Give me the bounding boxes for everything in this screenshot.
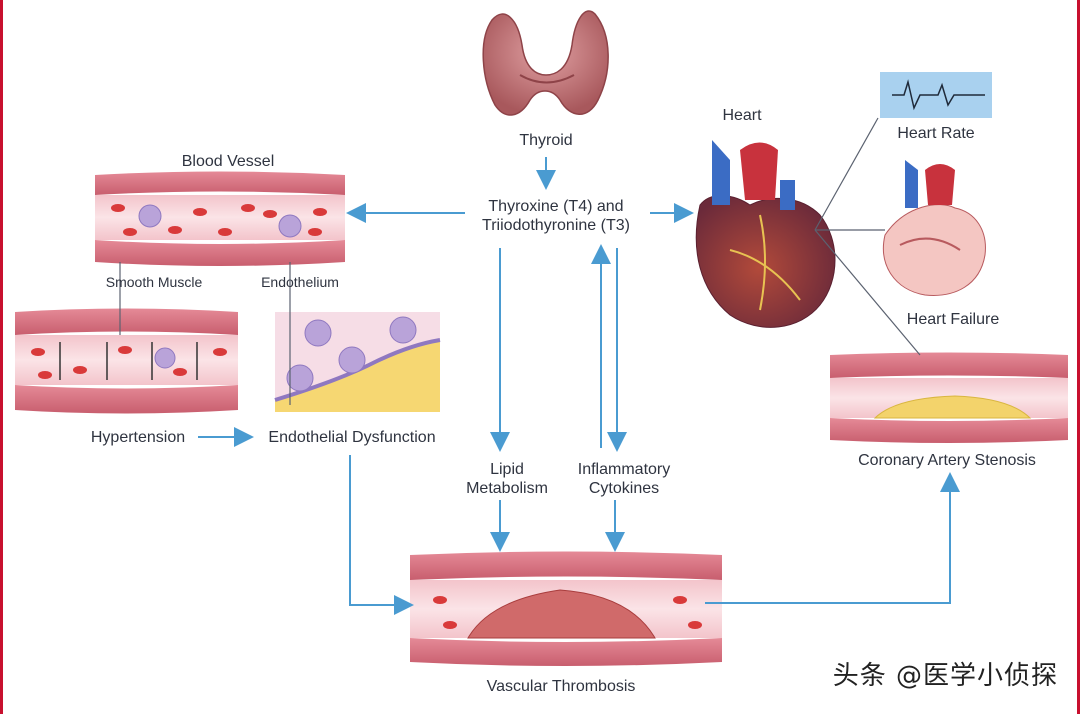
endothelium-label: Endothelium <box>261 274 339 290</box>
vascular-thrombosis-illustration <box>410 551 722 666</box>
heart-label: Heart <box>722 107 762 124</box>
heart-rate-box <box>880 72 992 118</box>
heart-rate-label: Heart Rate <box>897 125 975 142</box>
thyroid-label: Thyroid <box>519 132 573 149</box>
thyroid-illustration <box>482 10 609 116</box>
inflammatory-cytokines-label: Inflammatory Cytokines <box>577 461 671 497</box>
flow-arrows <box>198 157 960 615</box>
watermark: 头条 @医学小侦探 <box>832 661 1058 691</box>
hormones-label: Thyroxine (T4) and Triiodothyronine (T3) <box>482 198 630 234</box>
blood-vessel-illustration <box>95 171 345 266</box>
coronary-artery-stenosis-label: Coronary Artery Stenosis <box>858 452 1036 469</box>
heart-failure-illustration <box>883 160 986 296</box>
heart-failure-label: Heart Failure <box>906 311 1000 328</box>
endothelial-dysfunction-illustration <box>274 312 441 412</box>
heart-illustration <box>695 140 836 328</box>
connector-lines <box>119 117 921 405</box>
endothelial-dysfunction-label: Endothelial Dysfunction <box>268 429 436 446</box>
vascular-thrombosis-label: Vascular Thrombosis <box>486 678 636 695</box>
lipid-metabolism-label: Lipid Metabolism <box>466 461 548 497</box>
hypertension-vessel-illustration <box>15 308 238 414</box>
smooth-muscle-label: Smooth Muscle <box>105 274 203 290</box>
hypertension-label: Hypertension <box>90 429 186 446</box>
blood-vessel-label: Blood Vessel <box>181 153 275 170</box>
coronary-artery-stenosis-illustration <box>830 352 1068 443</box>
